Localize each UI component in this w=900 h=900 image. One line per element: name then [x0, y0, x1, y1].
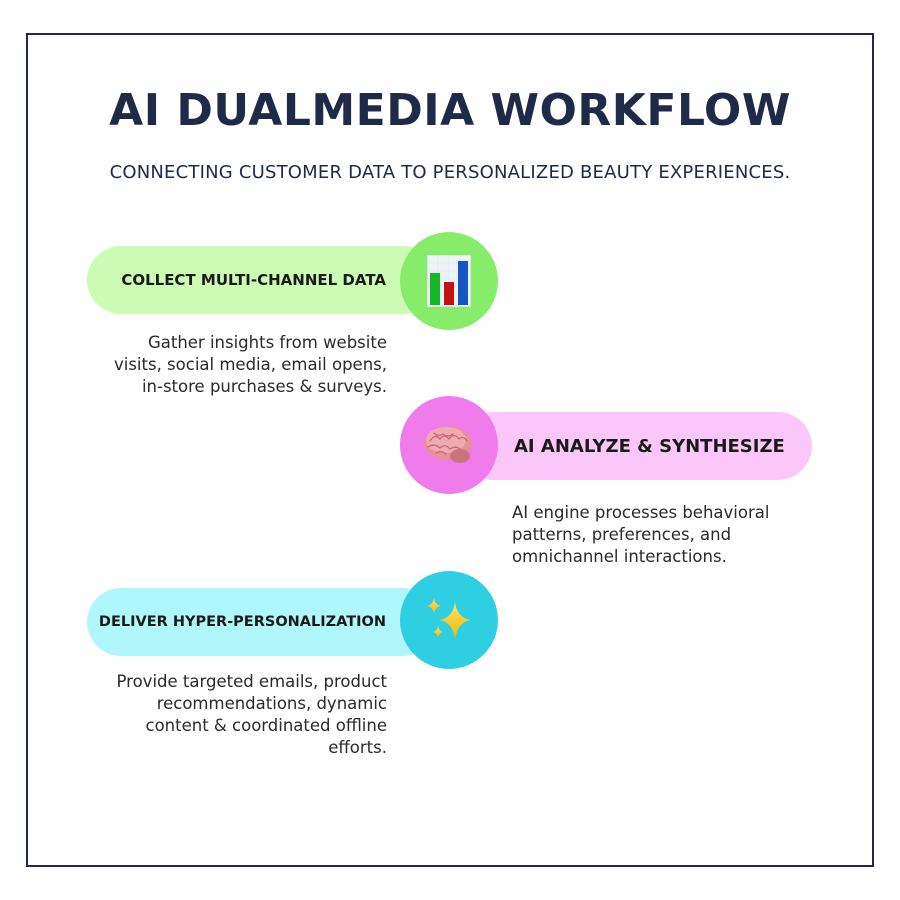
step-2-icon-circle [400, 396, 498, 494]
page-subtitle: CONNECTING CUSTOMER DATA TO PERSONALIZED… [109, 162, 791, 183]
page-title: AI DUALMEDIA WORKFLOW [109, 85, 791, 136]
brain-icon [422, 423, 476, 467]
step-2-description: AI engine processes behavioral patterns,… [512, 503, 770, 566]
step-1-description: Gather insights from website visits, soc… [113, 333, 387, 396]
step-2-pill: AI ANALYZE & SYNTHESIZE [460, 412, 812, 480]
step-2-label: AI ANALYZE & SYNTHESIZE [514, 435, 785, 457]
step-3-label: DELIVER HYPER-PERSONALIZATION [98, 614, 386, 630]
step-1-label: COLLECT MULTI-CHANNEL DATA [121, 271, 386, 289]
step-3-description: Provide targeted emails, product recomme… [116, 672, 388, 757]
step-3-pill: DELIVER HYPER-PERSONALIZATION [87, 588, 437, 656]
bar-chart-icon [427, 255, 471, 307]
step-1-pill: COLLECT MULTI-CHANNEL DATA [87, 246, 437, 314]
sparkles-icon [425, 596, 473, 644]
step-3-icon-circle [400, 571, 498, 669]
step-1-icon-circle [400, 232, 498, 330]
